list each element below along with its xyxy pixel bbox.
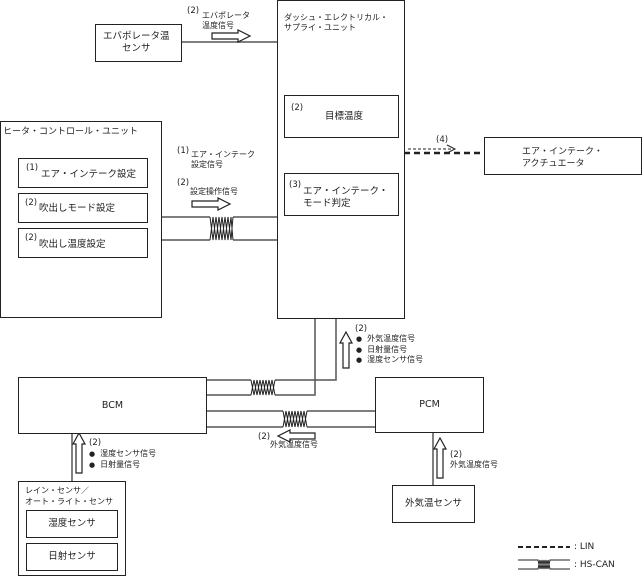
air-intake-mode-label: エア・インテーク・ モード判定: [303, 186, 389, 209]
air-intake-mode-block: (3) エア・インテーク・ モード判定: [284, 173, 399, 216]
evap-signal-arrow-icon: [211, 29, 252, 43]
solar-sensor-label: 日射センサ: [48, 551, 96, 562]
pcm-to-bcm-arrow-icon: [276, 429, 316, 443]
ambient-pcm-signal-label: 外気温度信号: [450, 460, 498, 469]
evaporator-temp-sensor: エバポレータ温 センサ: [95, 24, 182, 62]
bcm-desu-signal-item: 日射量信号: [356, 345, 423, 356]
evap-signal-num: (2): [187, 6, 200, 16]
desu-bcm-wire-a: [275, 318, 316, 396]
hcu-sub-label-3: 吹出し温度設定: [39, 239, 106, 250]
hcu-sub-num-3: (2): [25, 233, 38, 243]
legend-hscan-label: : HS-CAN: [574, 560, 615, 570]
pcm-bcm-signal-label: 外気温度信号: [270, 440, 318, 449]
bcm-label: BCM: [101, 399, 124, 411]
twist-hcu-1: [209, 216, 234, 241]
twist-bcm-desu-1: [250, 379, 276, 396]
hcu-sub-label-2: 吹出しモード設定: [39, 203, 116, 214]
hcu-sub-num-1: (1): [26, 163, 39, 173]
ambient-to-pcm-arrow-icon: [432, 436, 448, 479]
actuator-label: エア・インテーク・ アクチュエータ: [522, 147, 603, 169]
ambient-pcm-signal-num: (2): [450, 450, 463, 460]
air-intake-actuator: エア・インテーク・ アクチュエータ: [484, 137, 642, 175]
sensor-bcm-signal-item: 湿度センサ信号: [89, 449, 156, 460]
bcm-desu-signal-item: 外気温度信号: [356, 334, 423, 345]
sensor-bcm-signal-num: (2): [89, 438, 102, 448]
bcm-to-desu-arrow-icon: [338, 330, 354, 369]
twist-bcm-pcm-2: [282, 410, 308, 428]
evaporator-sensor-label: エバポレータ温 センサ: [103, 31, 170, 54]
humidity-sensor: 湿度センサ: [26, 510, 118, 538]
lin-signal-num: (4): [436, 135, 449, 145]
twist-hcu-2: [209, 216, 234, 241]
hcu-outlet-temp-setting: (2) 吹出し温度設定: [18, 228, 148, 258]
pcm-bcm-signal-num: (2): [258, 432, 271, 442]
humidity-sensor-label: 湿度センサ: [48, 518, 96, 529]
legend: [518, 546, 570, 570]
target-temp-num: (2): [291, 103, 304, 113]
heater-control-unit: ヒータ・コントロール・ユニット (1) エア・インテーク設定 (2) 吹出しモー…: [0, 121, 162, 318]
hcu-sub-label-1: エア・インテーク設定: [41, 169, 137, 180]
hcu-label: ヒータ・コントロール・ユニット: [3, 127, 139, 137]
hcu-air-intake-setting: (1) エア・インテーク設定: [18, 158, 148, 188]
target-temp-label: 目標温度: [325, 111, 364, 122]
hcu-signal-1-label: エア・インテーク 設定信号: [191, 150, 255, 169]
hcu-signal-1-num: (1): [177, 146, 190, 156]
hcu-sub-num-2: (2): [25, 198, 38, 208]
bcm-desu-signal-item: 湿度センサ信号: [356, 355, 423, 366]
solar-sensor: 日射センサ: [26, 543, 118, 571]
bcm: BCM: [18, 377, 207, 434]
twist-bcm-pcm-1: [282, 410, 308, 428]
desu-bcm-wire-b: [275, 318, 337, 381]
legend-hscan-icon: [518, 559, 570, 570]
ambient-temp-sensor: 外気温センサ: [392, 485, 475, 523]
target-temp-block: (2) 目標温度: [284, 95, 399, 138]
rain-light-sensor: レイン・センサ／ オート・ライト・センサ 湿度センサ 日射センサ: [18, 481, 126, 576]
pcm: PCM: [375, 377, 484, 433]
rain-light-sensor-label: レイン・センサ／ オート・ライト・センサ: [25, 486, 113, 506]
hcu-signal-arrow-icon: [191, 197, 232, 211]
air-intake-mode-num: (3): [289, 180, 302, 190]
ambient-sensor-label: 外気温センサ: [404, 498, 462, 509]
hcu-signal-2-num: (2): [177, 178, 190, 188]
desu-label: ダッシュ・エレクトリカル・ サプライ・ユニット: [284, 13, 388, 32]
legend-lin-label: : LIN: [574, 542, 595, 552]
lin-arrow-icon: [408, 144, 457, 154]
hcu-signal-2-label: 設定操作信号: [190, 187, 238, 196]
hcu-outlet-mode-setting: (2) 吹出しモード設定: [18, 193, 148, 223]
sensor-to-bcm-arrow-icon: [71, 431, 87, 474]
evap-signal-label: エバポレータ 温度信号: [202, 11, 250, 30]
bcm-desu-signal-list: 外気温度信号 日射量信号 湿度センサ信号: [356, 334, 423, 366]
pcm-label: PCM: [419, 399, 440, 410]
sensor-bcm-signal-item: 日射量信号: [89, 460, 156, 471]
bcm-desu-signal-num: (2): [355, 324, 368, 334]
twist-bcm-desu-2: [250, 379, 276, 396]
dash-electrical-supply-unit: ダッシュ・エレクトリカル・ サプライ・ユニット (2) 目標温度 (3) エア・…: [277, 0, 405, 319]
sensor-bcm-signal-list: 湿度センサ信号 日射量信号: [89, 449, 156, 470]
